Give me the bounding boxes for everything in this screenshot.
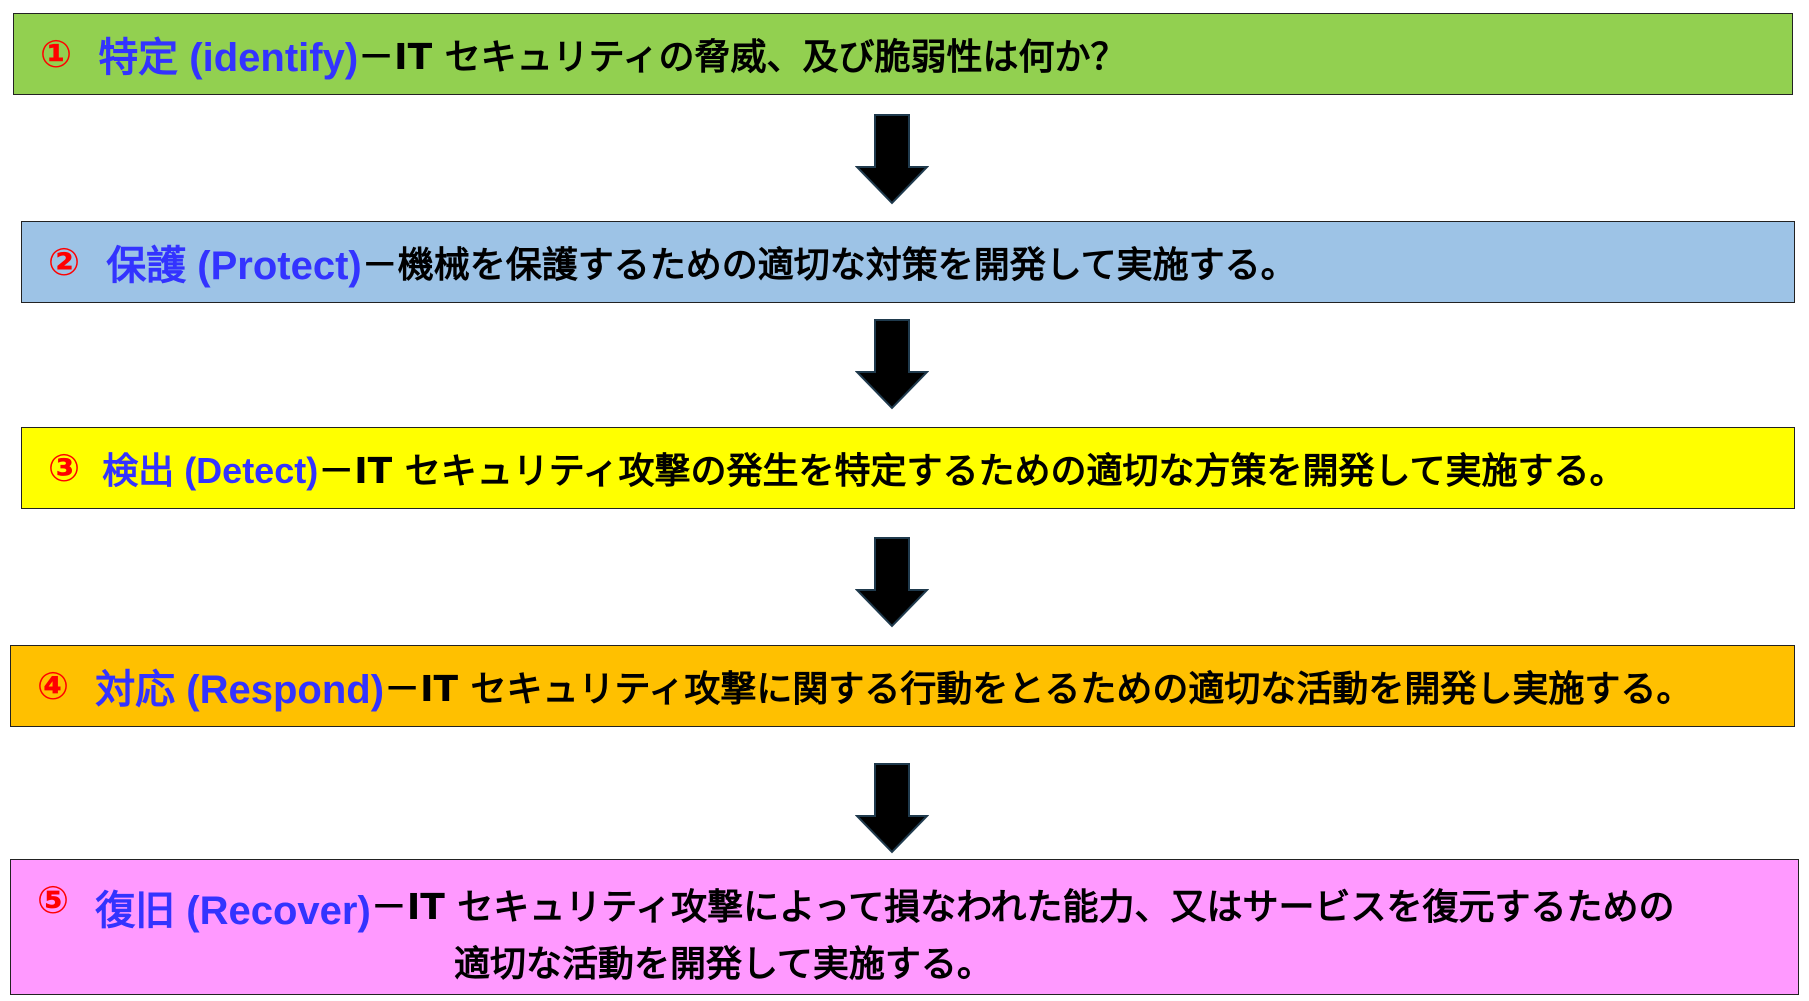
- down-arrow-icon: [855, 537, 929, 628]
- step-description: －機械を保護するための適切な対策を開発して実施する。: [361, 245, 1297, 286]
- step-label: 検出 (Detect): [102, 450, 319, 491]
- step-respond-box: ④ 対応 (Respond) －IT セキュリティ攻撃に関する行動をとるための適…: [10, 645, 1795, 727]
- down-arrow-icon: [855, 114, 929, 205]
- step-label: 復旧 (Recover): [95, 889, 371, 933]
- down-arrow-icon: [855, 763, 929, 854]
- step-label: 対応 (Respond): [95, 668, 385, 712]
- step-description: －IT セキュリティ攻撃の発生を特定するための適切な方策を開発して実施する。: [318, 451, 1626, 492]
- step-number: ②: [48, 240, 81, 284]
- step-description: －IT セキュリティの脅威、及び脆弱性は何か？: [358, 37, 1127, 78]
- step-number: ③: [48, 446, 81, 490]
- step-number: ④: [37, 664, 70, 708]
- step-detect-box: ③ 検出 (Detect) －IT セキュリティ攻撃の発生を特定するための適切な…: [21, 427, 1795, 509]
- step-description: －IT セキュリティ攻撃に関する行動をとるための適切な活動を開発し実施する。: [384, 669, 1693, 710]
- step-protect-box: ② 保護 (Protect) －機械を保護するための適切な対策を開発して実施する…: [21, 221, 1795, 303]
- step-identify-box: ① 特定 (identify) －IT セキュリティの脅威、及び脆弱性は何か？: [13, 13, 1793, 95]
- step-number: ⑤: [37, 878, 70, 922]
- step-label: 特定 (identify): [98, 36, 359, 80]
- step-number: ①: [40, 32, 73, 76]
- step-description: －IT セキュリティ攻撃によって損なわれた能力、又はサービスを復元するための: [370, 887, 1675, 928]
- step-label: 保護 (Protect): [106, 244, 362, 288]
- step-description-continued: 適切な活動を開発して実施する。: [454, 944, 993, 985]
- step-recover-box: ⑤ 復旧 (Recover) －IT セキュリティ攻撃によって損なわれた能力、又…: [10, 859, 1799, 995]
- down-arrow-icon: [855, 319, 929, 410]
